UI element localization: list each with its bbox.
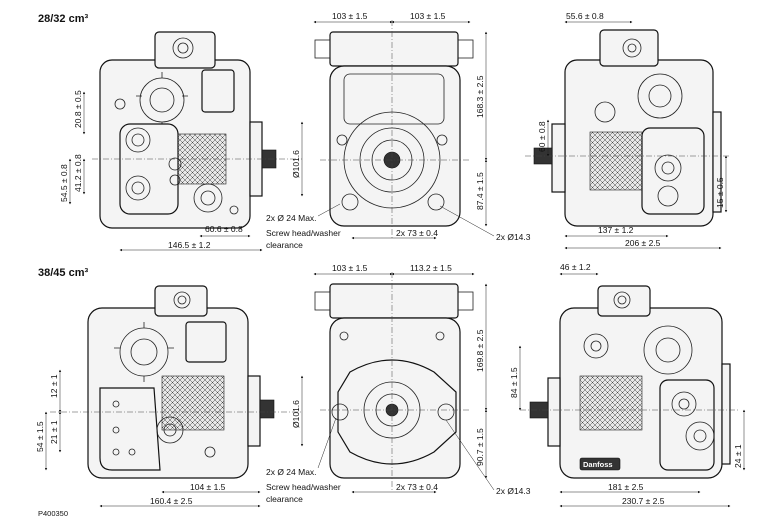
dim-text: 60 ± 0.8 [537,121,547,152]
dim-text: 46 ± 1.2 [560,262,591,272]
pump-side-view-left-1 [99,31,277,229]
dim-text: 15 ± 0.5 [715,177,725,208]
screw-note-line1: 2x Ø 24 Max. [266,213,317,223]
dim-text: 54 ± 1.5 [35,421,45,452]
dim-text: 90.7 ± 1.5 [475,428,485,466]
pump-side-view-left-2 [87,285,275,479]
dim-text: Ø101.6 [291,400,301,428]
brand-plate-text: Danfoss [583,460,613,469]
dim-text: 103 ± 1.5 [410,11,446,21]
dim-text: 181 ± 2.5 [608,482,644,492]
pump-front-view-2 [314,272,474,492]
dims-front-view-1: 103 ± 1.5 103 ± 1.5 168.3 ± 2.5 87.4 ± 1… [266,11,531,250]
pump-side-view-right-2: Danfoss [529,285,731,479]
dim-text: 2x 73 ± 0.4 [396,228,438,238]
pump-front-view-1 [314,20,474,240]
dim-text: 168.3 ± 2.5 [475,75,485,118]
dim-text: 206 ± 2.5 [625,238,661,248]
dim-text: 2x 73 ± 0.4 [396,482,438,492]
dim-text: 230.7 ± 2.5 [622,496,665,506]
dim-text: 169.8 ± 2.5 [475,329,485,372]
dim-text: 41.2 ± 0.8 [73,154,83,192]
screw-note-line1: 2x Ø 24 Max. [266,467,317,477]
dim-text: 104 ± 1.5 [190,482,226,492]
dims-left-view-1: 20.8 ± 0.5 54.5 ± 0.8 41.2 ± 0.8 Ø101.6 … [59,90,304,252]
dim-text: 20.8 ± 0.5 [73,90,83,128]
dim-text: 54.5 ± 0.8 [59,164,69,202]
dim-text: 87.4 ± 1.5 [475,172,485,210]
dims-right-view-2: 46 ± 1.2 84 ± 1.5 24 ± 1 181 ± 2.5 230.7… [509,262,746,508]
dim-text: 60.6 ± 0.8 [205,224,243,234]
screw-note-line3: clearance [266,240,303,250]
dim-text: 2x Ø14.3 [496,232,531,242]
dim-text: 55.6 ± 0.8 [566,11,604,21]
screw-note-line2: Screw head/washer [266,228,341,238]
section-title-28-32: 28/32 cm³ [38,13,88,25]
dim-text: 12 ± 1 [49,374,59,398]
dim-text: Ø101.6 [291,150,301,178]
screw-note-line3: clearance [266,494,303,504]
dim-text: 84 ± 1.5 [509,367,519,398]
dim-text: 103 ± 1.5 [332,11,368,21]
dims-left-view-2: 12 ± 1 54 ± 1.5 21 ± 1 Ø101.6 104 ± 1.5 … [35,369,304,508]
section-title-38-45: 38/45 cm³ [38,267,88,279]
dims-right-view-1: 55.6 ± 0.8 60 ± 0.8 15 ± 0.5 137 ± 1.2 2… [525,11,730,250]
pump-side-view-right-1 [533,29,722,227]
dim-text: 24 ± 1 [733,444,743,468]
dim-text: 103 ± 1.5 [332,263,368,273]
dim-text: 137 ± 1.2 [598,225,634,235]
dim-text: 2x Ø14.3 [496,486,531,496]
screw-note-line2: Screw head/washer [266,482,341,492]
dim-text: 146.5 ± 1.2 [168,240,211,250]
dims-front-view-2: 103 ± 1.5 113.2 ± 1.5 169.8 ± 2.5 90.7 ±… [266,263,531,504]
dim-text: 160.4 ± 2.5 [150,496,193,506]
figure-id: P400350 [38,509,68,518]
dim-text: 113.2 ± 1.5 [410,263,452,273]
dim-text: 21 ± 1 [49,420,59,444]
